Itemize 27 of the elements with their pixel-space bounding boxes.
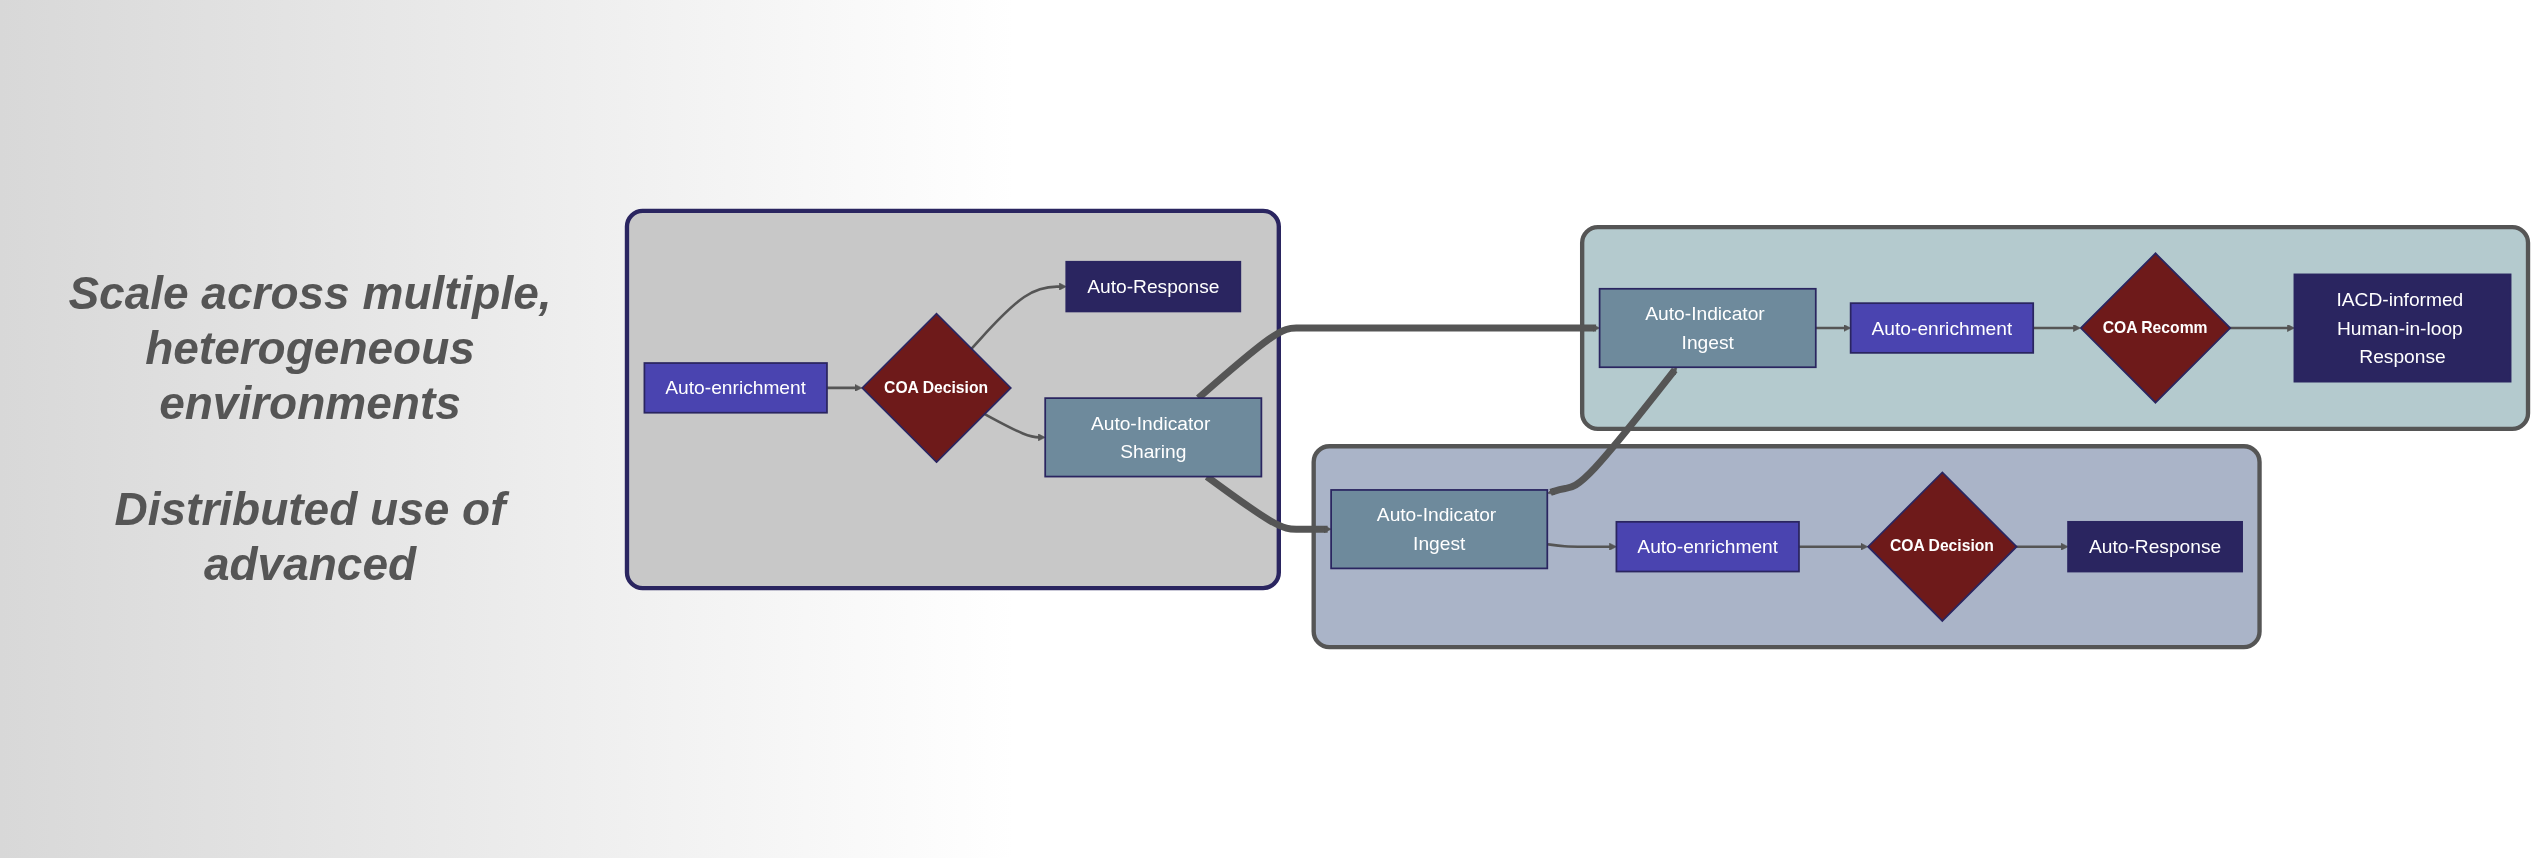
arrow bbox=[1815, 324, 1851, 332]
arrow bbox=[983, 412, 1046, 442]
cluster bbox=[1311, 444, 2262, 650]
node-diamond: COA Decision bbox=[861, 312, 1012, 464]
arrow bbox=[1798, 542, 1868, 551]
caption-text: Distributed use of advanced bbox=[30, 481, 590, 592]
node-box: IACD-informed Human-in-loop Response bbox=[2293, 273, 2512, 383]
node-box: Auto-enrichment bbox=[1849, 302, 2035, 354]
arrow bbox=[2033, 324, 2081, 332]
node-box: Auto-Indicator Sharing bbox=[1044, 397, 1263, 478]
node-box: Auto-Indicator Ingest bbox=[1598, 287, 1817, 369]
node-box: Auto-Response bbox=[1065, 260, 1242, 313]
arrow bbox=[1547, 366, 1678, 496]
cluster bbox=[1580, 225, 2531, 432]
arrow bbox=[970, 282, 1067, 350]
arrow bbox=[1547, 542, 1617, 551]
node-box: Auto-Indicator Ingest bbox=[1330, 489, 1549, 570]
node-box: Auto-enrichment bbox=[1615, 520, 1800, 573]
arrow bbox=[826, 384, 863, 392]
node-diamond: COA Recomm bbox=[2079, 252, 2232, 404]
node-box: Auto-Response bbox=[2067, 520, 2243, 573]
arrow bbox=[2229, 324, 2295, 332]
arrow bbox=[2016, 542, 2069, 551]
node-diamond: COA Decision bbox=[1866, 471, 2018, 623]
caption-text: Scale across multiple, heterogeneous environments bbox=[67, 266, 553, 432]
cluster bbox=[624, 208, 1281, 591]
node-box: Auto-enrichment bbox=[643, 362, 828, 414]
